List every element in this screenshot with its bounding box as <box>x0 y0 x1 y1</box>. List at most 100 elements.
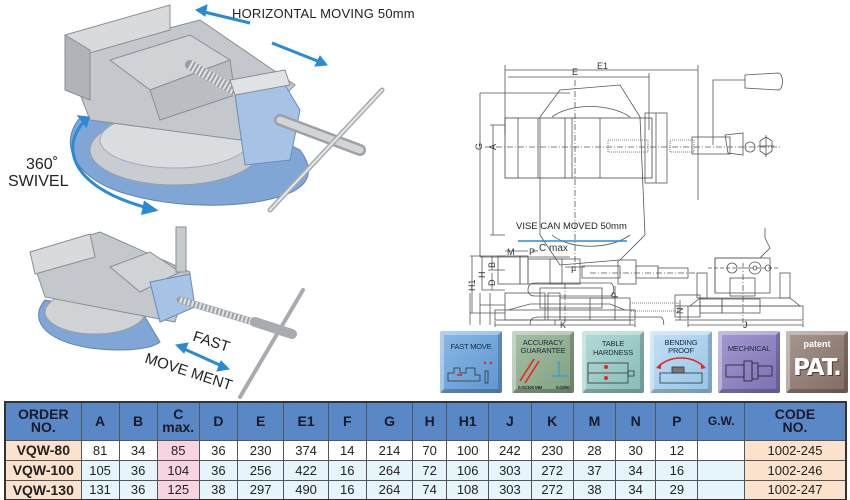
column-header: H1 <box>446 401 490 441</box>
column-header-line1: K <box>547 412 558 429</box>
column-header-line1: N <box>630 412 641 429</box>
accuracy-spec-1: 0.01/100 MM <box>518 385 543 390</box>
table-cell: 16 <box>327 479 367 500</box>
column-header: E <box>236 401 285 441</box>
table-cell: 37 <box>572 459 617 481</box>
table-cell: 303 <box>488 479 532 500</box>
table-hardness-icon <box>587 362 635 384</box>
horizontal-arrow-icon <box>194 4 328 67</box>
vise-photo-fast-move <box>29 226 305 399</box>
column-header: J <box>488 401 532 441</box>
column-header: G <box>365 401 414 441</box>
column-header-line1: G.W. <box>707 413 735 428</box>
table-cell: 230 <box>530 439 574 461</box>
feature-bending-proof-badge: BENDING PROOF <box>650 331 712 393</box>
column-header: H <box>412 401 448 441</box>
dim-h: H <box>477 272 487 279</box>
table-cell: 36 <box>198 459 238 481</box>
table-cell: 81 <box>80 439 120 461</box>
fast-move-icon <box>447 361 493 384</box>
column-header: B <box>118 401 158 441</box>
technical-drawing: E1 E G A F <box>469 61 783 325</box>
dim-p-side: P <box>610 292 620 298</box>
table-cell: 105 <box>80 459 120 481</box>
table-cell: 29 <box>655 479 699 500</box>
accuracy-icon <box>519 358 568 384</box>
table-cell: 303 <box>488 459 532 481</box>
horizontal-moving-label: HORIZONTAL MOVING 50mm <box>232 6 415 21</box>
table-cell: 106 <box>446 459 490 481</box>
dim-p: P <box>529 247 535 257</box>
table-cell: 30 <box>615 439 657 461</box>
table-cell: 36 <box>198 439 238 461</box>
table-cell: 131 <box>80 479 120 500</box>
dim-a: A <box>488 144 498 150</box>
column-header: E1 <box>283 401 329 441</box>
table-cell: 34 <box>615 459 657 481</box>
table-cell: 374 <box>283 439 329 461</box>
table-cell: 34 <box>615 479 657 500</box>
table-cell: 36 <box>118 459 158 481</box>
code-no-cell: 1002-247 <box>743 479 847 500</box>
vise-moved-note: VISE CAN MOVED 50mm <box>516 221 627 232</box>
column-header-line2: NO. <box>782 419 808 436</box>
dim-h1: H1 <box>467 279 477 291</box>
swivel-degrees-label: 360˚ <box>26 156 59 173</box>
table-cell: 12 <box>655 439 699 461</box>
column-header-line1: E1 <box>297 412 315 429</box>
table-cell: 272 <box>530 459 574 481</box>
feature-fast-move-badge: FAST MOVE <box>440 331 502 393</box>
column-header-line2: NO. <box>30 419 56 436</box>
column-header: G.W. <box>697 401 745 441</box>
table-cell: 256 <box>236 459 285 481</box>
column-header-line1: ORDER <box>18 406 69 423</box>
dim-d: D <box>487 279 497 286</box>
column-header: N <box>615 401 657 441</box>
table-cell: 264 <box>365 479 414 500</box>
column-header-line1: H <box>424 412 435 429</box>
feature-label-line1: BENDING <box>664 338 698 347</box>
column-header-line1: B <box>133 412 144 429</box>
feature-table-hardness-badge: TABLE HARDNESS <box>582 331 644 393</box>
feature-patent-badge: patent PAT. <box>786 331 848 393</box>
table-cell: 242 <box>488 439 532 461</box>
feature-label: FAST MOVE <box>450 342 492 351</box>
table-cell: 297 <box>236 479 285 500</box>
column-header-line2: max. <box>162 419 195 436</box>
dim-m: M <box>507 247 515 257</box>
table-cell: 28 <box>572 439 617 461</box>
feature-label-line2: GUARANTEE <box>520 346 566 355</box>
table-cell: 34 <box>118 439 158 461</box>
table-cell: 490 <box>283 479 329 500</box>
feature-accuracy-badge: ACCURACY GUARANTEE 0.01/100 MM 0.02/50 <box>512 331 574 393</box>
feature-label: MECHNICAL <box>727 344 771 353</box>
table-cell: 85 <box>156 439 200 461</box>
column-header: M <box>572 401 617 441</box>
dim-f: F <box>571 265 577 275</box>
table-cell: 38 <box>198 479 238 500</box>
feature-label-line2: PROOF <box>668 346 694 355</box>
feature-label-line2: HARDNESS <box>592 348 634 357</box>
table-cell: 38 <box>572 479 617 500</box>
dim-g: G <box>474 143 484 150</box>
mechnical-icon <box>725 360 773 382</box>
dim-b: B <box>487 262 497 268</box>
fast-move-arrow-icon <box>174 342 231 372</box>
column-header-line1: D <box>213 412 224 429</box>
table-cell <box>697 439 745 461</box>
column-header-line1: CODE <box>774 406 816 423</box>
table-cell: 70 <box>412 439 448 461</box>
dim-e: E <box>572 67 578 77</box>
table-cell: 36 <box>118 479 158 500</box>
column-header-line1: H1 <box>458 412 477 429</box>
order-no-cell: VQW-130 <box>4 479 82 500</box>
column-header-line1: G <box>384 412 395 429</box>
table-cell: 264 <box>365 459 414 481</box>
table-cell: 16 <box>655 459 699 481</box>
